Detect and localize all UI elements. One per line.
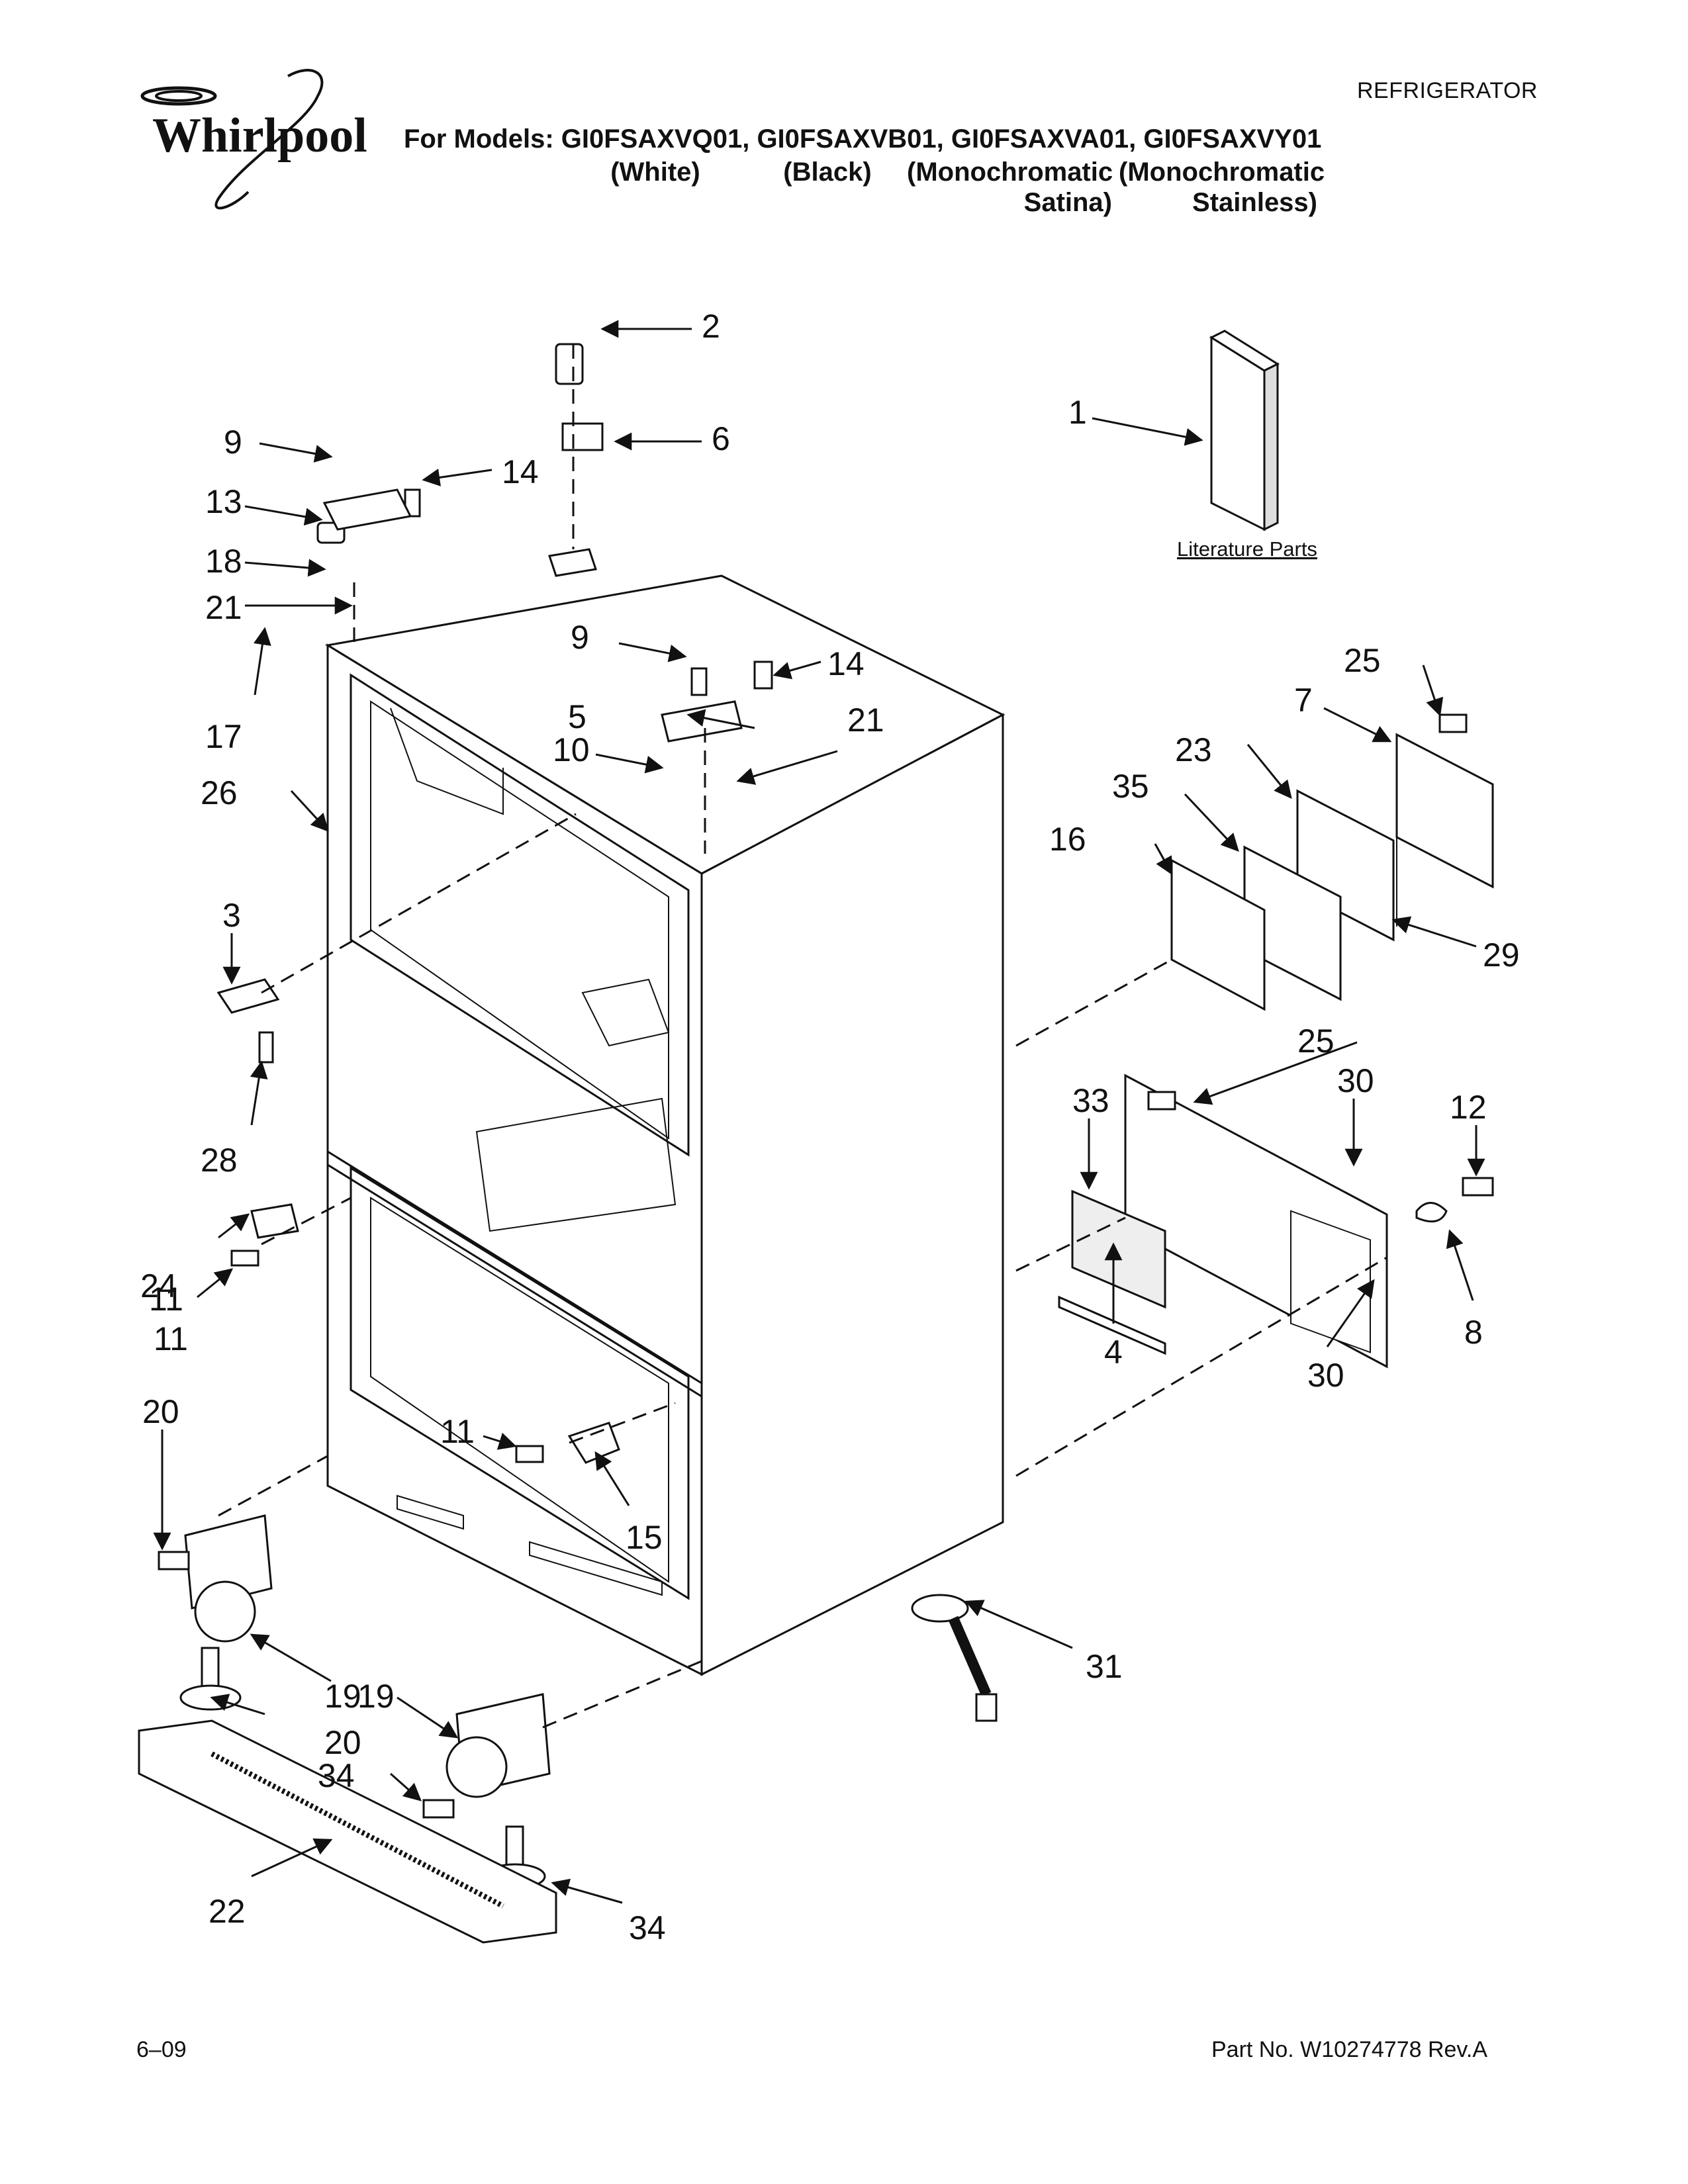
variant-line: (Black) bbox=[783, 158, 872, 187]
brand-swirl-logo bbox=[140, 69, 324, 210]
callout-6: 6 bbox=[712, 420, 730, 457]
callout-21-top: 21 bbox=[205, 589, 242, 626]
callout-25-top: 25 bbox=[1344, 642, 1381, 679]
leader-arrows bbox=[153, 320, 1485, 1904]
callout-7: 7 bbox=[1294, 682, 1313, 719]
callout-11-left: 11 bbox=[154, 1320, 188, 1357]
callout-9-center: 9 bbox=[571, 619, 589, 656]
alignment-lines bbox=[218, 344, 1387, 1729]
variant-line: Satina) bbox=[1023, 188, 1112, 217]
callout-20-bottom: 20 bbox=[324, 1724, 361, 1761]
callout-14-center: 14 bbox=[827, 645, 865, 682]
variant-monochromatic-stainless: (Monochromatic Stainless) bbox=[1119, 158, 1325, 217]
callout-35: 35 bbox=[1112, 768, 1149, 805]
variant-line: (White) bbox=[610, 158, 700, 187]
variant-line: (Monochromatic bbox=[907, 158, 1113, 187]
callout-4: 4 bbox=[1104, 1334, 1123, 1371]
variant-white: (White) bbox=[589, 159, 722, 185]
models-line: For Models: GI0FSAXVQ01, GI0FSAXVB01, GI… bbox=[404, 124, 1322, 154]
water-tube-assembly bbox=[911, 1594, 998, 1722]
category-label: REFRIGERATOR bbox=[1357, 78, 1538, 103]
callout-20-left: 20 bbox=[142, 1393, 179, 1430]
callout-1: 1 bbox=[1068, 394, 1087, 431]
callout-30-top: 30 bbox=[1337, 1062, 1374, 1099]
variant-line: (Monochromatic bbox=[1119, 158, 1325, 187]
callout-34-bottom: 34 bbox=[629, 1909, 666, 1946]
callout-18: 18 bbox=[205, 543, 242, 580]
callout-25-middle: 25 bbox=[1297, 1023, 1335, 1060]
variant-monochromatic-satina: (Monochromatic Satina) bbox=[907, 158, 1113, 217]
callout-9-top: 9 bbox=[224, 424, 242, 461]
callout-3: 3 bbox=[222, 897, 241, 934]
callout-31: 31 bbox=[1086, 1648, 1123, 1685]
callout-16: 16 bbox=[1049, 821, 1086, 858]
callout-14-top: 14 bbox=[502, 453, 539, 490]
callout-labels: 1 2 3 4 5 6 7 8 9 9 10 11 11 11 12 13 14… bbox=[140, 308, 1520, 1946]
callout-33: 33 bbox=[1072, 1082, 1109, 1119]
callout-28: 28 bbox=[201, 1142, 238, 1179]
callout-5: 5 bbox=[568, 698, 586, 735]
callout-30-bottom: 30 bbox=[1307, 1357, 1344, 1394]
callout-23: 23 bbox=[1175, 731, 1212, 768]
callout-22: 22 bbox=[209, 1893, 246, 1930]
callout-34-left: 34 bbox=[318, 1757, 355, 1794]
callout-12: 12 bbox=[1450, 1089, 1487, 1126]
machine-compartment-cover bbox=[1058, 1073, 1388, 1369]
callout-15: 15 bbox=[626, 1519, 663, 1556]
callout-10: 10 bbox=[553, 731, 590, 768]
callout-19-right: 19 bbox=[357, 1678, 395, 1715]
callout-13: 13 bbox=[205, 483, 242, 520]
callout-11-center: 11 bbox=[440, 1413, 475, 1450]
revision-date: 6–09 bbox=[136, 2037, 187, 2062]
callout-24: 24 bbox=[140, 1267, 177, 1304]
callout-19-left: 19 bbox=[324, 1678, 361, 1715]
variant-black: (Black) bbox=[761, 159, 894, 185]
callout-8: 8 bbox=[1464, 1314, 1483, 1351]
roller-and-leveler-assembly bbox=[138, 1514, 557, 1944]
control-panel-assembly bbox=[1170, 733, 1494, 1011]
callout-11-upper: 11 bbox=[149, 1281, 183, 1318]
callout-29: 29 bbox=[1483, 936, 1520, 974]
part-number: Part No. W10274778 Rev.A bbox=[1211, 2037, 1488, 2062]
cabinet-outline bbox=[324, 574, 1006, 1676]
callout-2: 2 bbox=[702, 308, 720, 345]
literature-booklet bbox=[1209, 330, 1280, 531]
literature-parts-label: Literature Parts bbox=[1177, 537, 1317, 561]
callout-26: 26 bbox=[201, 774, 238, 811]
brand-name: Whirlpool bbox=[152, 109, 367, 163]
variant-line: Stainless) bbox=[1192, 188, 1317, 217]
callout-21-center: 21 bbox=[847, 702, 884, 739]
callout-17: 17 bbox=[205, 718, 242, 755]
